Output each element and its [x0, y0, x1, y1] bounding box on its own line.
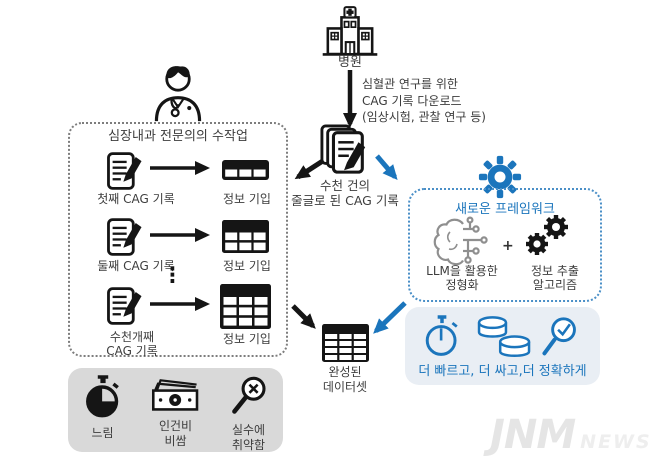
- benefits-box: 더 빠르고, 더 싸고,더 정확하게: [405, 307, 600, 385]
- download-note-line2: CAG 기록 다운로드: [362, 93, 462, 108]
- dataset-label-line1: 완성된: [328, 365, 362, 379]
- stopwatch-black-icon: [83, 375, 123, 423]
- row3-record-label-line2: CAG 기록: [106, 344, 158, 358]
- download-note: 심혈관 연구를 위한 CAG 기록 다운로드 (임상시험, 관찰 연구 등): [362, 76, 512, 126]
- row1-result-label: 정보 기입: [223, 192, 271, 206]
- table-2row-icon: [222, 220, 269, 257]
- dataset-label: 완성된 데이터셋: [305, 365, 385, 395]
- row2-record-label: 둘째 CAG 기록: [97, 259, 175, 273]
- algorithm-label-line2: 알고리즘: [532, 278, 578, 292]
- table-3row-icon: [220, 284, 271, 333]
- drawback-error-prone: 실수에 취약함: [229, 375, 269, 452]
- row3-record-label: 수천개째 CAG 기록: [80, 330, 184, 358]
- doctor-icon: [148, 62, 208, 124]
- magnifier-x-icon: [229, 375, 269, 421]
- drawback-slow: 느림: [83, 375, 123, 441]
- jnm-news-watermark: JNM NEWS: [490, 412, 670, 458]
- records-caption: 수천 건의 줄글로 된 CAG 기록: [278, 178, 412, 208]
- drawback-error-label-line1: 실수에: [231, 423, 266, 437]
- framework-gear-icon: [478, 155, 522, 203]
- drawback-labor-label-line2: 비쌈: [164, 433, 187, 448]
- hospital-label: 병원: [338, 55, 362, 70]
- drawback-error-label-line2: 취약함: [231, 437, 266, 452]
- cag-records-stack-icon: [320, 124, 370, 176]
- watermark-main: JNM: [490, 412, 576, 458]
- framework-title: 새로운 프레임워크: [455, 202, 555, 217]
- arrow-records-to-framework: [375, 154, 398, 181]
- algorithm-label-line1: 정보 추출: [531, 264, 579, 278]
- records-caption-line1: 수천 건의: [320, 178, 370, 193]
- drawback-labor-label-line1: 인건비: [158, 419, 193, 433]
- drawback-slow-label: 느림: [91, 426, 114, 440]
- drawback-labor-cost: 인건비 비쌈: [151, 375, 200, 448]
- arrow-framework-to-dataset: [373, 301, 407, 334]
- cag-record-1-icon: [106, 149, 144, 197]
- records-caption-line2: 줄글로 된 CAG 기록: [291, 192, 399, 208]
- framework-plus: +: [502, 238, 514, 254]
- manual-work-box: 심장내과 전문의의 수작업 첫째 CAG 기록 정보 기입: [68, 122, 288, 358]
- llm-label: LLM을 활용한 정형화: [414, 264, 510, 292]
- cag-record-n-icon: [106, 284, 144, 332]
- benefits-text: 더 빠르고, 더 싸고,더 정확하게: [418, 364, 587, 379]
- watermark-sub: NEWS: [580, 431, 652, 453]
- dataset-label-line2: 데이터셋: [322, 380, 368, 394]
- llm-label-line2: 정형화: [445, 278, 479, 292]
- llm-brain-icon: [430, 216, 494, 270]
- stopwatch-blue-icon: [422, 315, 462, 363]
- money-icon: [151, 375, 200, 417]
- cag-record-2-icon: [106, 215, 144, 263]
- table-1row-icon: [222, 160, 269, 184]
- arrow-manual-to-dataset: [291, 304, 316, 329]
- magnifier-check-icon: [539, 315, 579, 363]
- row1-record-label: 첫째 CAG 기록: [97, 192, 175, 206]
- row2-result-label: 정보 기입: [223, 259, 271, 273]
- drawbacks-box: 느림 인건비 비쌈: [68, 368, 283, 452]
- rows-ellipsis: ⋮: [162, 263, 183, 287]
- algorithm-gears-icon: [522, 214, 572, 266]
- download-note-line3: (임상시험, 관찰 연구 등): [362, 110, 486, 124]
- hospital-icon: [321, 6, 379, 56]
- manual-box-title: 심장내과 전문의의 수작업: [108, 129, 248, 144]
- row3-result-label: 정보 기입: [223, 332, 271, 346]
- row3-record-label-line1: 수천개째: [109, 330, 155, 344]
- coins-icon: [475, 313, 535, 367]
- dataset-table-icon: [322, 324, 369, 366]
- algorithm-label: 정보 추출 알고리즘: [512, 264, 598, 292]
- llm-label-line1: LLM을 활용한: [426, 264, 498, 278]
- download-note-line1: 심혈관 연구를 위한: [362, 77, 458, 91]
- framework-box: 새로운 프레임워크 +: [408, 188, 602, 302]
